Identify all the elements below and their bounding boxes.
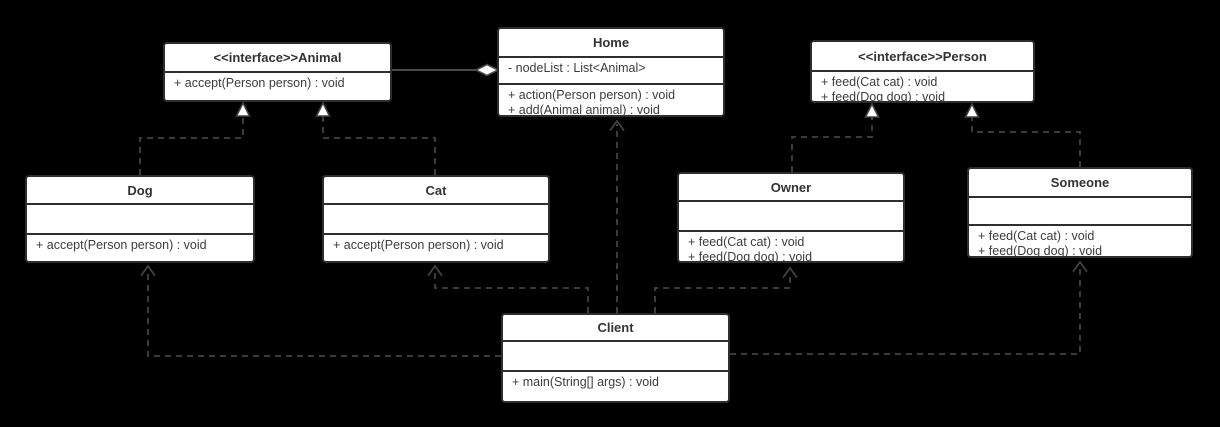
class-box-owner[interactable]: Owner + feed(Cat cat) : void + feed(Dog … <box>677 172 905 263</box>
class-box-cat[interactable]: Cat + accept(Person person) : void <box>322 175 550 263</box>
realization-someone-person[interactable] <box>964 102 1081 167</box>
class-title: Dog <box>27 177 253 205</box>
class-box-home[interactable]: Home - nodeList : List<Animal> + action(… <box>497 27 725 117</box>
methods-compartment: + main(String[] args) : void <box>503 372 728 401</box>
method-text: + feed(Dog dog) : void <box>688 250 813 261</box>
method-text: + feed(Cat cat) : void <box>978 229 1095 243</box>
hollow-triangle-icon <box>864 102 880 118</box>
class-title: Client <box>503 315 728 342</box>
attributes-compartment <box>503 342 728 372</box>
dashed-line <box>971 117 1081 167</box>
realization-cat-animal[interactable] <box>315 101 436 175</box>
hollow-diamond-icon <box>474 63 500 77</box>
class-title: <<interface>>Animal <box>165 44 390 73</box>
methods-compartment: + feed(Cat cat) : void + feed(Dog dog) :… <box>969 226 1191 256</box>
class-box-animal[interactable]: <<interface>>Animal + accept(Person pers… <box>163 42 392 102</box>
class-title: Owner <box>679 174 903 202</box>
attribute-text: - nodeList : List<Animal> <box>508 61 646 75</box>
method-text: + main(String[] args) : void <box>512 375 659 389</box>
methods-compartment: + feed(Cat cat) : void + feed(Dog dog) :… <box>812 72 1033 101</box>
class-title: Cat <box>324 177 548 205</box>
dashed-line <box>730 266 1081 355</box>
dashed-line <box>654 272 791 313</box>
method-text: + feed(Cat cat) : void <box>688 235 805 249</box>
method-text: + accept(Person person) : void <box>333 238 504 252</box>
method-text: + action(Person person) : void <box>508 88 676 102</box>
class-title: Someone <box>969 169 1191 198</box>
dependency-client-owner[interactable] <box>654 266 798 313</box>
open-arrowhead-icon <box>782 266 798 278</box>
attributes-compartment <box>969 198 1191 226</box>
method-text: + accept(Person person) : void <box>36 238 207 252</box>
open-arrowhead-icon <box>427 264 443 276</box>
attributes-compartment: - nodeList : List<Animal> <box>499 58 723 85</box>
open-arrowhead-icon <box>1072 260 1088 272</box>
class-box-someone[interactable]: Someone + feed(Cat cat) : void + feed(Do… <box>967 167 1193 258</box>
dashed-line <box>434 270 589 313</box>
attributes-compartment <box>27 205 253 235</box>
hollow-triangle-icon <box>235 101 251 117</box>
methods-compartment: + action(Person person) : void + add(Ani… <box>499 85 723 115</box>
class-title: Home <box>499 29 723 58</box>
method-text: + accept(Person person) : void <box>174 76 345 90</box>
aggregation-home-animal[interactable] <box>392 63 500 77</box>
class-box-dog[interactable]: Dog + accept(Person person) : void <box>25 175 255 263</box>
method-text: + feed(Dog dog) : void <box>821 90 946 101</box>
class-box-person[interactable]: <<interface>>Person + feed(Cat cat) : vo… <box>810 40 1035 103</box>
attributes-compartment <box>679 202 903 232</box>
method-text: + add(Animal animal) : void <box>508 103 660 115</box>
methods-compartment: + feed(Cat cat) : void + feed(Dog dog) :… <box>679 232 903 261</box>
methods-compartment: + accept(Person person) : void <box>27 235 253 261</box>
hollow-triangle-icon <box>964 102 980 118</box>
class-title: <<interface>>Person <box>812 42 1033 72</box>
dependency-client-home[interactable] <box>609 119 625 313</box>
open-arrowhead-icon <box>609 119 625 131</box>
attributes-compartment <box>324 205 548 235</box>
method-text: + feed(Cat cat) : void <box>821 75 938 89</box>
dashed-line <box>791 117 873 172</box>
dashed-line <box>322 116 436 175</box>
dependency-client-someone[interactable] <box>730 260 1088 355</box>
hollow-triangle-icon <box>315 101 331 117</box>
class-box-client[interactable]: Client + main(String[] args) : void <box>501 313 730 403</box>
method-text: + feed(Dog dog) : void <box>978 244 1103 256</box>
dependency-client-cat[interactable] <box>427 264 589 313</box>
open-arrowhead-icon <box>140 264 156 276</box>
dashed-line <box>139 116 244 175</box>
realization-owner-person[interactable] <box>791 102 880 172</box>
realization-dog-animal[interactable] <box>139 101 251 175</box>
dashed-line <box>147 270 501 357</box>
methods-compartment: + accept(Person person) : void <box>165 73 390 100</box>
methods-compartment: + accept(Person person) : void <box>324 235 548 261</box>
dependency-client-dog[interactable] <box>140 264 502 357</box>
